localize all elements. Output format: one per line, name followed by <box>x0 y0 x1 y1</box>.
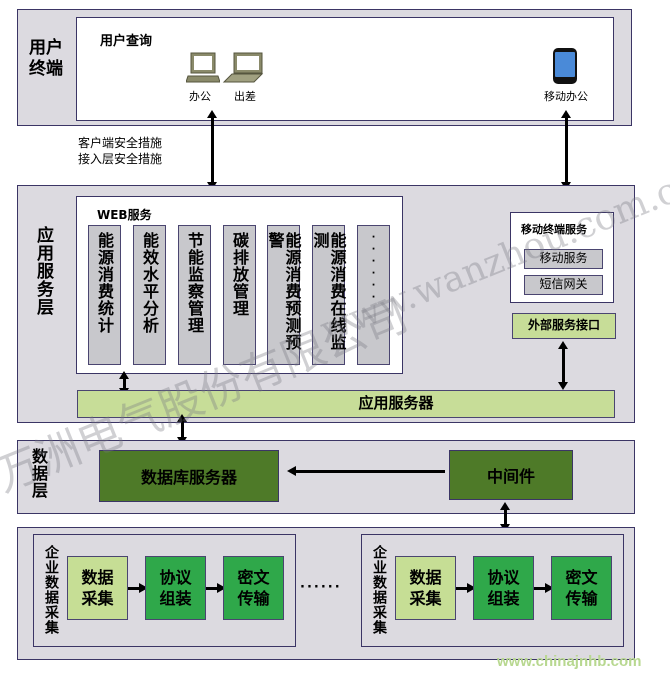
web-service-label: 能源消费统计 <box>95 232 114 334</box>
security-note-client: 客户端安全措施 <box>78 136 163 150</box>
application-server-label: 应用服务器 <box>358 394 434 412</box>
step-label: 协议组装 <box>159 568 192 608</box>
security-note-access: 接入层安全措施 <box>78 152 163 166</box>
arrow-head-up <box>500 502 510 510</box>
collection-ellipsis: ······ <box>300 580 342 595</box>
step-encrypted-transmission[interactable]: 密文传输 <box>223 556 284 620</box>
collection-group-label: 企业数据采集 <box>371 545 387 635</box>
step-label: 协议组装 <box>487 568 520 608</box>
user-terminal-label-text: 用户终端 <box>29 38 63 79</box>
collection-group-1 <box>33 534 296 647</box>
step-label: 密文传输 <box>237 568 270 608</box>
sms-gateway-label: 短信网关 <box>539 277 588 291</box>
step-data-collection[interactable]: 数据采集 <box>395 556 456 620</box>
web-service-efficiency-analysis[interactable]: 能效水平分析 <box>133 225 166 365</box>
step-label: 数据采集 <box>409 568 442 608</box>
connector-step <box>206 587 218 590</box>
app-service-layer-label: 应用服务层 <box>33 226 53 316</box>
device-label-travel: 出差 <box>234 90 256 103</box>
middleware[interactable]: 中间件 <box>449 450 573 500</box>
arrow-head-left <box>287 466 296 476</box>
web-service-label: ······ <box>368 232 379 304</box>
web-service-online-monitoring[interactable]: 能源消费在线监测 <box>310 225 347 365</box>
connector-web-appserver <box>123 378 126 392</box>
web-service-more[interactable]: ······ <box>357 225 390 365</box>
step-data-collection[interactable]: 数据采集 <box>67 556 128 620</box>
external-interface-label: 外部服务接口 <box>527 318 600 332</box>
sms-gateway-box[interactable]: 短信网关 <box>524 275 603 295</box>
user-terminal-layer-label: 用户终端 <box>22 38 70 80</box>
web-service-energy-stats[interactable]: 能源消费统计 <box>88 225 121 365</box>
connector-office-app <box>211 118 214 184</box>
data-layer-label: 数据层 <box>29 448 48 499</box>
connector-step <box>534 587 546 590</box>
device-label-office: 办公 <box>189 90 211 103</box>
database-server[interactable]: 数据库服务器 <box>99 450 279 502</box>
collection-group-2 <box>361 534 624 647</box>
user-query-panel <box>76 17 614 121</box>
laptop-icon[interactable] <box>222 52 264 84</box>
middleware-label: 中间件 <box>486 467 535 486</box>
mobile-service-label: 移动服务 <box>539 251 588 265</box>
arrow-head-up <box>119 371 129 379</box>
connector-step <box>128 587 140 590</box>
collection-group-label: 企业数据采集 <box>43 545 59 635</box>
web-service-label: 能效水平分析 <box>140 232 159 334</box>
web-service-label: 碳排放管理 <box>230 232 249 317</box>
web-service-consumption-forecast[interactable]: 能源消费预测预警 <box>265 225 302 365</box>
arrow-head-right <box>545 583 554 593</box>
arrow-head-up <box>561 110 571 118</box>
security-notes: 客户端安全措施 接入层安全措施 <box>78 135 162 167</box>
mobile-service-box[interactable]: 移动服务 <box>524 249 603 269</box>
connector-middleware-collection <box>504 508 507 528</box>
step-label: 数据采集 <box>81 568 114 608</box>
web-service-label: 能源消费在线监测 <box>310 232 347 351</box>
mobile-terminal-service-title: 移动终端服务 <box>521 223 587 236</box>
connector-middleware-db <box>296 470 445 473</box>
arrow-head-up <box>558 341 568 349</box>
database-server-label: 数据库服务器 <box>140 468 237 487</box>
user-query-title: 用户查询 <box>100 34 153 49</box>
step-protocol-assembly[interactable]: 协议组装 <box>145 556 206 620</box>
external-service-interface[interactable]: 外部服务接口 <box>512 313 616 339</box>
arrow-head-up <box>207 110 217 118</box>
connector-appserver-db <box>181 420 184 440</box>
connector-step <box>456 587 468 590</box>
web-service-label: 节能监察管理 <box>185 232 204 334</box>
web-service-label: 能源消费预测预警 <box>265 232 302 351</box>
web-service-carbon-management[interactable]: 碳排放管理 <box>223 225 256 365</box>
device-label-mobile: 移动办公 <box>544 90 588 103</box>
mobile-phone-icon[interactable] <box>552 47 578 85</box>
step-protocol-assembly[interactable]: 协议组装 <box>473 556 534 620</box>
connector-mobile-app <box>565 118 568 184</box>
connector-external-appserver <box>562 348 565 384</box>
step-label: 密文传输 <box>565 568 598 608</box>
arrow-head-up <box>177 414 187 422</box>
arrow-head-right <box>217 583 226 593</box>
arrow-head-down <box>558 382 568 390</box>
web-service-energy-saving-supervision[interactable]: 节能监察管理 <box>178 225 211 365</box>
application-server[interactable]: 应用服务器 <box>77 390 615 418</box>
step-encrypted-transmission[interactable]: 密文传输 <box>551 556 612 620</box>
arrow-head-right <box>467 583 476 593</box>
arrow-head-right <box>139 583 148 593</box>
web-services-title: WEB服务 <box>97 208 152 222</box>
desktop-computer-icon[interactable] <box>185 52 221 84</box>
watermark-chinajnhb: www.chinajnhb.com <box>497 653 642 670</box>
